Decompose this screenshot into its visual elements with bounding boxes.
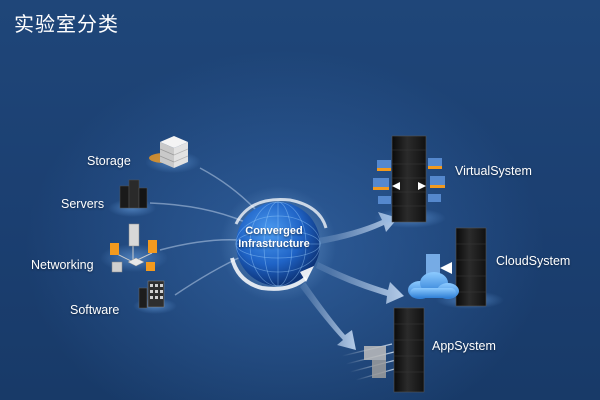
hub-label-line1: Converged <box>245 225 303 237</box>
app-server-icon <box>341 307 425 393</box>
cloud-server-icon <box>408 227 504 309</box>
label-appsystem: AppSystem <box>432 339 496 353</box>
server-rack-icon <box>373 135 446 228</box>
label-storage: Storage <box>87 154 131 168</box>
networking-icon <box>100 223 168 273</box>
label-servers: Servers <box>61 197 105 211</box>
storage-icon <box>145 136 201 173</box>
hub-label-line2: Infrastructure <box>238 238 310 250</box>
servers-icon <box>108 179 156 217</box>
label-virtualsystem: VirtualSystem <box>455 164 532 178</box>
arrow-cloudsystem <box>316 262 404 304</box>
output-arrows <box>300 212 404 350</box>
globe-icon <box>220 186 336 302</box>
label-networking: Networking <box>31 258 94 272</box>
page-title: 实验室分类 <box>14 12 119 36</box>
label-cloudsystem: CloudSystem <box>496 254 571 268</box>
label-software: Software <box>70 303 120 317</box>
arrow-appsystem <box>300 282 356 350</box>
software-icon <box>133 280 177 314</box>
hub-label: Converged Infrastructure <box>232 225 316 251</box>
arrow-virtualsystem <box>318 212 398 244</box>
